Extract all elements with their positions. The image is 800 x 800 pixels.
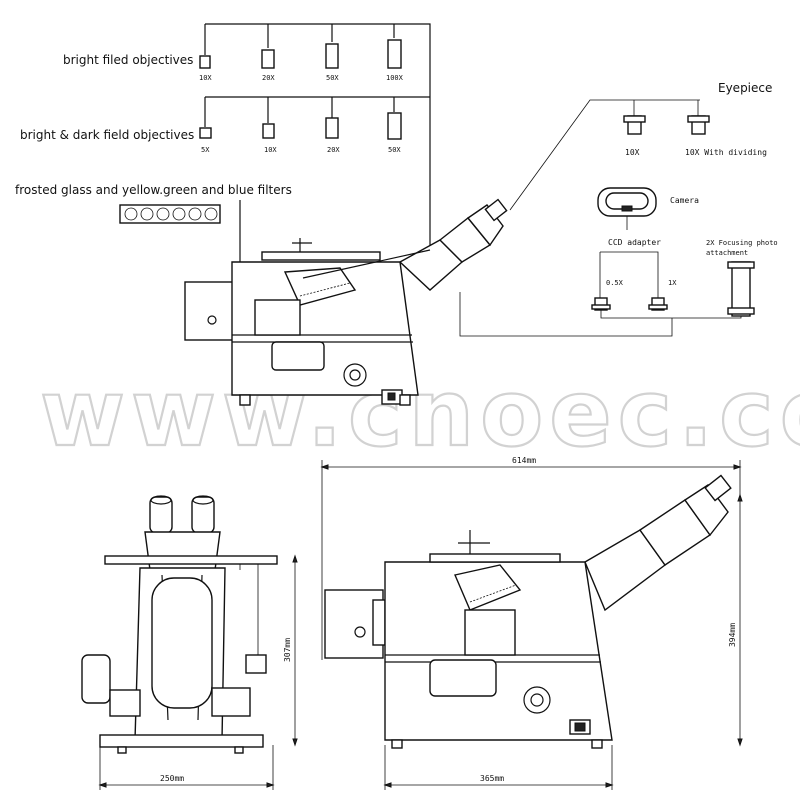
bd-mag-2: 20X <box>327 146 340 154</box>
lamp-housing <box>184 281 236 341</box>
eyepiece-label: Eyepiece <box>718 81 772 95</box>
focusing-photo-label: 2X Focusing photo <box>706 239 778 247</box>
filter-slider-icon <box>119 204 221 224</box>
bright-dark-field-label: bright & dark field objectives <box>20 128 194 142</box>
side-stage <box>429 553 561 563</box>
dim-side-width: 614mm <box>512 456 536 465</box>
objective-bd-10x-icon <box>262 123 275 139</box>
objective-bd-50x-icon <box>387 112 402 140</box>
watermark: www.cnoec.com <box>40 360 800 467</box>
dim-base-width: 365mm <box>480 774 504 783</box>
objective-turret <box>283 267 357 306</box>
objective-10x-icon <box>199 55 211 69</box>
camera-group: Camera CCD adapter 0.5X 1X 2X Focusing p… <box>591 187 778 319</box>
focus-knob-left <box>109 689 141 717</box>
bd-mag-3: 50X <box>388 146 401 154</box>
eyepiece-mag-1: 10X With dividing <box>685 148 767 157</box>
front-base <box>99 734 264 748</box>
front-lamp-left <box>81 654 111 704</box>
eyepiece-group: Eyepiece 10X 10X With dividing <box>623 81 772 157</box>
adapter-1x-label: 1X <box>668 279 677 287</box>
bd-mag-1: 10X <box>264 146 277 154</box>
bd-mag-0: 5X <box>201 146 210 154</box>
objective-50x-icon <box>325 43 339 69</box>
objective-bd-20x-icon <box>325 117 339 139</box>
dim-side-height: 394mm <box>728 623 737 647</box>
objectives-bracket-line <box>205 23 431 250</box>
microscope-side-view-top <box>184 99 700 406</box>
bf-mag-2: 50X <box>326 74 339 82</box>
objective-100x-icon <box>387 39 402 69</box>
attachment-label: attachment <box>706 249 748 257</box>
filters-label: frosted glass and yellow.green and blue … <box>15 183 292 197</box>
bf-mag-0: 10X <box>199 74 212 82</box>
eyepiece-mag-0: 10X <box>625 148 640 157</box>
bright-field-label: bright filed objectives <box>63 53 193 67</box>
stage-knob <box>245 654 267 674</box>
objective-20x-icon <box>261 49 275 69</box>
camera-label: Camera <box>670 196 699 205</box>
microscope-front-view: 250mm 307mm <box>81 495 298 790</box>
bf-mag-3: 100X <box>386 74 404 82</box>
view-window <box>271 341 325 371</box>
bright-dark-field-objectives-group: bright & dark field objectives 5X 10X 20… <box>20 96 430 154</box>
bf-mag-1: 20X <box>262 74 275 82</box>
side-view-window <box>429 659 497 697</box>
focus-knob-right <box>211 687 251 717</box>
adapter-05x-label: 0.5X <box>606 279 624 287</box>
microscope-side-view-bottom: 614mm 394mm <box>320 456 743 790</box>
filters-group: frosted glass and yellow.green and blue … <box>15 183 292 318</box>
bright-field-objectives-group: bright filed objectives 10X 20X 50X 100X <box>63 23 431 250</box>
front-stage <box>104 555 278 565</box>
ccd-adapter-label: CCD adapter <box>608 238 661 247</box>
dim-front-width: 250mm <box>160 774 184 783</box>
dim-front-height: 307mm <box>283 638 292 662</box>
stage <box>261 251 381 261</box>
side-objective-turret <box>454 564 522 611</box>
objective-5x-icon <box>199 127 212 139</box>
